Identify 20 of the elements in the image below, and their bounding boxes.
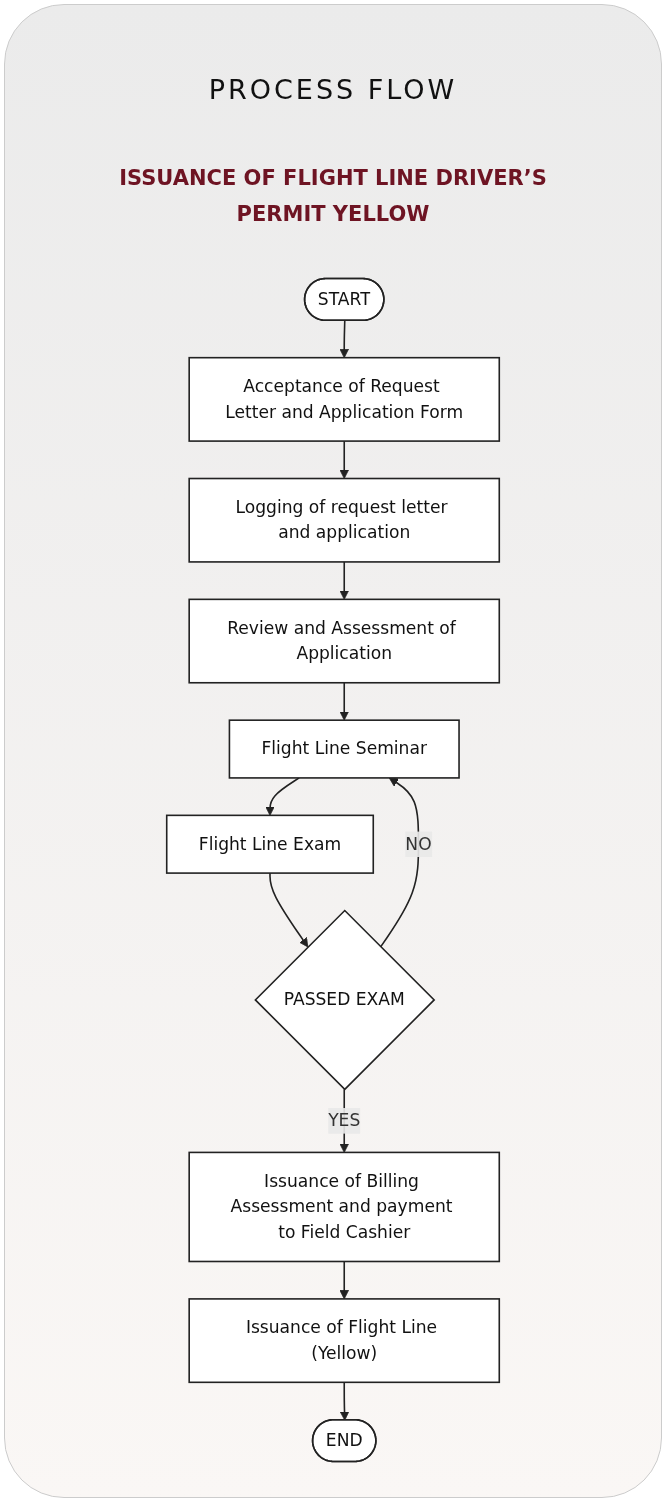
arrow <box>339 440 349 479</box>
node-box: Issuance of Flight Line (Yellow) <box>188 1298 501 1384</box>
arrow <box>269 872 309 948</box>
arrow <box>339 681 349 721</box>
diagram-title: PROCESS FLOW <box>207 74 459 105</box>
arrow <box>265 777 300 816</box>
arrow <box>339 561 349 600</box>
subtitle: ISSUANCE OF FLIGHT LINE DRIVER’S PERMIT YELLOW <box>118 165 548 228</box>
node-box: Flight Line Exam <box>165 814 375 874</box>
edge-label: NO <box>405 833 432 854</box>
edge-label: YES <box>328 1110 361 1131</box>
node-box: Issuance of Billing Assessment and payment to Field Cashier <box>188 1151 501 1263</box>
node-box: Flight Line Seminar <box>228 719 460 779</box>
arrow <box>339 1381 350 1421</box>
node-box: Acceptance of Request Letter and Application Form <box>188 356 501 442</box>
node-diamond: PASSED EXAM <box>254 909 436 1091</box>
arrow <box>339 320 349 359</box>
node-box: Logging of request letter and application <box>188 477 501 563</box>
arrow <box>339 1260 349 1300</box>
node-box: Review and Assessment of Application <box>188 598 501 684</box>
